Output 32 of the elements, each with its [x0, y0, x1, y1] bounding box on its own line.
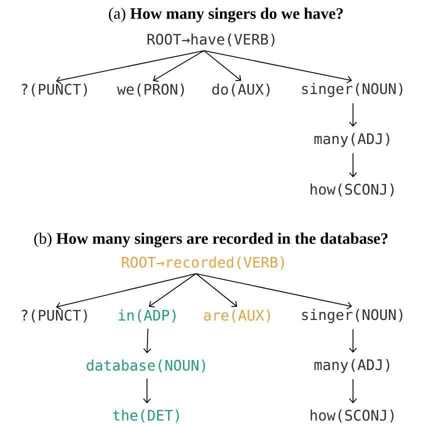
dependency-token: many(ADJ) [314, 358, 390, 373]
panel-title: (a) How many singers do we have? [108, 8, 343, 22]
arrow [204, 50, 352, 84]
dependency-token: how(SCONJ) [310, 410, 394, 422]
arrow [152, 50, 204, 82]
arrow [143, 328, 152, 354]
dependency-token: do(AUX) [212, 84, 270, 96]
arrow [349, 378, 357, 404]
dependency-token: in(ADP) [118, 310, 176, 322]
arrow [148, 273, 196, 308]
dependency-token: ROOT→recorded(VERB) [122, 256, 284, 270]
dependency-token: many(ADJ) [314, 132, 390, 147]
dependency-token: we(PRON) [117, 84, 184, 96]
arrow [349, 102, 357, 127]
dependency-token: singer(NOUN) [302, 308, 402, 324]
dependency-token: the(DET) [113, 410, 179, 422]
dependency-token: ?(PUNCT) [22, 310, 87, 322]
arrow [204, 50, 242, 81]
arrow [56, 50, 204, 84]
arrow [56, 273, 196, 310]
dependency-token: how(SCONJ) [310, 184, 394, 196]
dependency-token: ROOT→have(VERB) [148, 34, 274, 46]
arrow [349, 152, 357, 178]
dependency-token: ?(PUNCT) [22, 84, 87, 96]
dependency-token: database(NOUN) [86, 360, 206, 372]
arrow [349, 328, 357, 353]
dependency-token: are(AUX) [204, 310, 270, 322]
arrow [143, 378, 151, 404]
dependency-token: singer(NOUN) [302, 82, 402, 98]
panel-title: (b) How many singers are recorded in the database? [34, 232, 388, 248]
arrow [196, 273, 238, 307]
arrow [196, 273, 352, 310]
